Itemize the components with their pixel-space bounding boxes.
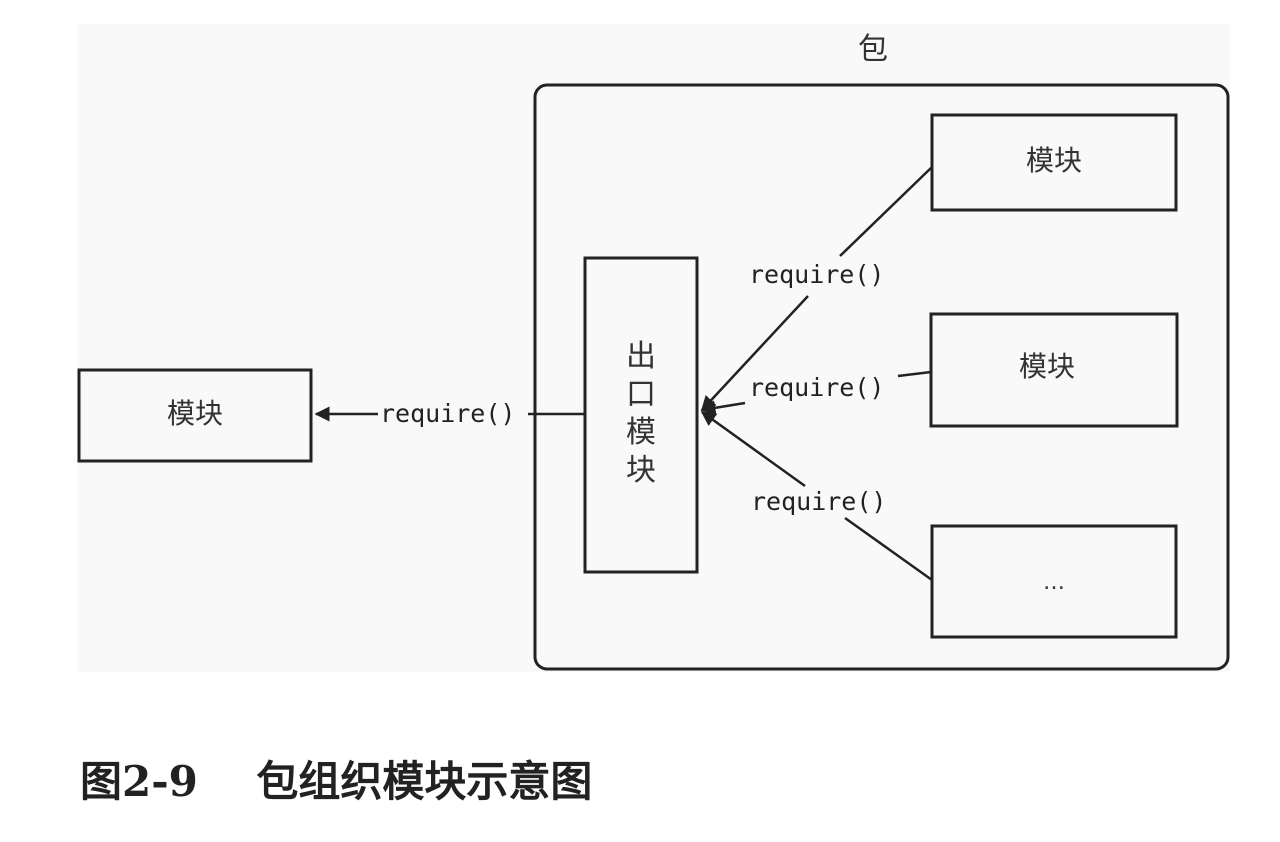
edge-label-module2: require() [747, 373, 887, 402]
entry-module-char: 模 [626, 415, 656, 450]
package-label: 包 [858, 32, 888, 67]
caption-number: 图2-9 [80, 757, 198, 806]
entry-module-label: 出 口 模 块 [621, 338, 661, 490]
edge-module2-left [700, 400, 746, 416]
caption-title: 包组织模块示意图 [256, 757, 593, 806]
entry-module-char: 块 [626, 453, 656, 488]
entry-module-char: 口 [626, 377, 656, 412]
internal-module-box-3 [930, 524, 1178, 639]
edge-module1-lower [700, 295, 809, 412]
external-module-box [77, 368, 313, 463]
package-container [533, 83, 1230, 671]
edge-module2-right [897, 370, 932, 378]
internal-module-label-3: … [1043, 570, 1065, 595]
edge-label-module1: require() [747, 260, 887, 289]
internal-module-box-2 [929, 312, 1179, 428]
edge-label-external: require() [378, 399, 518, 428]
internal-module-box-1 [930, 113, 1178, 212]
internal-module-label-1: 模块 [1025, 144, 1082, 177]
edge-module3-lower [844, 516, 933, 582]
edge-module1-upper [839, 166, 933, 257]
edge-label-module3: require() [749, 487, 889, 516]
external-module-label: 模块 [166, 397, 223, 430]
entry-module-char: 出 [626, 339, 656, 374]
figure-caption: 图2-9 包组织模块示意图 [80, 748, 592, 809]
internal-module-label-2: 模块 [1018, 350, 1075, 383]
edge-module3-upper [700, 410, 806, 488]
figure-background [78, 24, 1230, 672]
